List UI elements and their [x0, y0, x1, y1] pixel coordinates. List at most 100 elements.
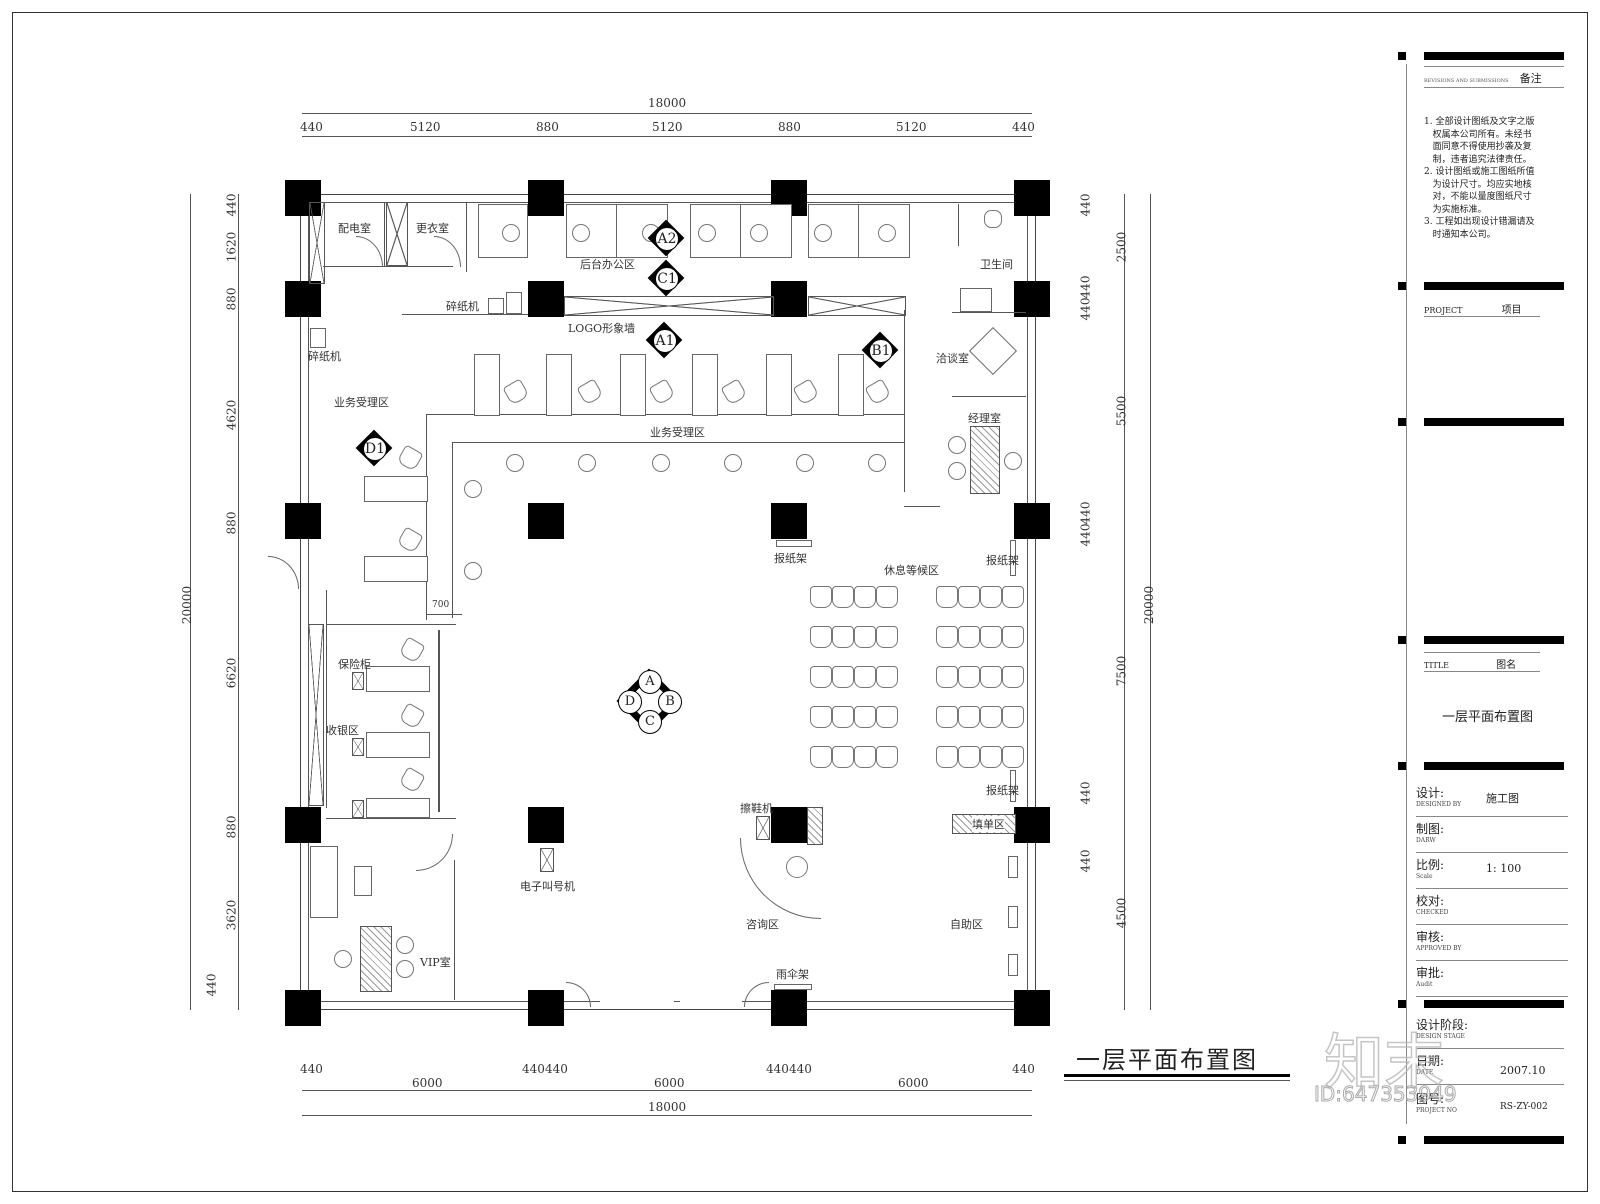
entrance-opening: [600, 1000, 674, 1008]
section-bar: [1424, 636, 1564, 644]
office-chair: [572, 224, 590, 242]
title-underline: [1064, 1074, 1290, 1077]
column: [1014, 503, 1050, 539]
marker-b: B: [658, 690, 682, 714]
waiting-seat: [980, 626, 1002, 648]
dim-left-5: 880: [224, 511, 239, 535]
dim-line-bottom: [302, 1090, 1032, 1091]
logo-wall: [808, 296, 906, 316]
customer-stool: [868, 454, 886, 472]
dim-right-4: 440: [1078, 297, 1093, 321]
row-value: 施工图: [1486, 792, 1519, 805]
number-row: 图号: PROJECT NO RS-ZY-002: [1416, 1088, 1564, 1122]
date-cn: 日期:: [1416, 1054, 1445, 1068]
notes-list: 1. 全部设计图纸及文字之版 权属本公司所有。未经书 面同意不得使用抄袭及复 制…: [1424, 116, 1564, 241]
label-logo-wall: LOGO形象墙: [568, 322, 636, 335]
view-marker-a1: A1: [645, 321, 683, 359]
chair: [1004, 452, 1022, 470]
label-shoe-machine: 擦鞋机: [740, 802, 773, 815]
waiting-seat: [980, 666, 1002, 688]
row-label-en: Scale: [1416, 873, 1433, 880]
note-line: 制，违者追究法律责任。: [1424, 154, 1532, 165]
cashier-partition: [308, 624, 324, 806]
wall-line: [952, 396, 1026, 397]
section-marker: [1398, 418, 1406, 426]
room-label-negotiation: 洽谈室: [936, 352, 969, 365]
column: [1014, 990, 1050, 1026]
column: [285, 990, 321, 1026]
notes-header-cn: 备注: [1519, 72, 1542, 85]
dim-left-8: 3620: [224, 899, 239, 931]
wall-line: [952, 312, 1026, 313]
label-queue-machine: 电子叫号机: [520, 880, 575, 893]
dim-line-bottom-total: [302, 1115, 1032, 1116]
atm: [1008, 856, 1018, 878]
counter-line: [426, 414, 904, 415]
waiting-seat: [854, 746, 876, 768]
waiting-seat: [1002, 586, 1024, 608]
column: [528, 807, 564, 843]
note-line: 时通知本公司。: [1424, 229, 1496, 240]
sofa: [310, 846, 338, 918]
section-bar: [1424, 1136, 1564, 1144]
newspaper-rack: [776, 540, 812, 547]
waiting-seat: [958, 706, 980, 728]
customer-stool: [652, 454, 670, 472]
row-label-cn: 审核:: [1416, 930, 1445, 944]
atm: [1008, 954, 1018, 976]
section-marker: [1398, 282, 1406, 290]
section-bar: [1424, 282, 1564, 290]
dim-left-total: 20000: [180, 585, 195, 625]
title-header: TITLE 图名: [1424, 652, 1540, 672]
dim-line-700: [426, 614, 462, 615]
marker-c: C: [638, 710, 662, 734]
column: [285, 281, 321, 317]
dim-left-3: 880: [224, 287, 239, 311]
dim-bottom-6: 440: [766, 1062, 789, 1076]
side-table: [354, 866, 372, 896]
date-value: 2007.10: [1500, 1064, 1546, 1077]
waiting-seat: [1002, 706, 1024, 728]
newspaper-rack: [1010, 540, 1016, 576]
office-chair: [502, 224, 520, 242]
reception-desk: [838, 354, 864, 416]
date-row: 日期: DATE 2007.10: [1416, 1050, 1564, 1085]
dim-top-total: 18000: [648, 96, 687, 110]
vip-chair: [396, 936, 414, 954]
row-label-cn: 审批:: [1416, 966, 1445, 980]
room-label-manager: 经理室: [968, 412, 1001, 425]
note-line: 为设计尺寸。均应实地核: [1424, 179, 1532, 190]
reception-desk: [364, 556, 428, 582]
title-en: TITLE: [1424, 661, 1449, 670]
section-bar: [1424, 418, 1564, 426]
section-marker: [1398, 52, 1406, 60]
customer-stool: [464, 480, 482, 498]
waiting-seat: [958, 626, 980, 648]
column: [528, 503, 564, 539]
reception-desk: [546, 354, 572, 416]
logo-wall: [564, 296, 774, 316]
customer-stool: [724, 454, 742, 472]
dim-line-left: [238, 194, 239, 1010]
dim-top-5: 880: [778, 120, 801, 134]
watermark-logo: 知末: [1323, 1027, 1445, 1099]
waiting-seat: [876, 706, 898, 728]
entrance-opening: [680, 1000, 742, 1008]
counter-line: [402, 314, 528, 315]
row-label-en: Audit: [1416, 981, 1433, 988]
customer-stool: [796, 454, 814, 472]
dim-left-1: 440: [224, 193, 239, 217]
label-consult: 咨询区: [746, 918, 779, 931]
title-cn: 图名: [1496, 660, 1517, 671]
office-chair: [698, 224, 716, 242]
counter-line: [326, 818, 456, 819]
waiting-seat: [1002, 746, 1024, 768]
label-umbrella: 雨伞架: [776, 968, 809, 981]
waiting-seat: [810, 666, 832, 688]
dim-right-total: 20000: [1142, 585, 1157, 625]
notes-header: REVISIONS AND SUBMISSIONS 备注: [1424, 66, 1564, 88]
manager-desk: [970, 426, 1000, 494]
number-cn: 图号:: [1416, 1092, 1445, 1106]
